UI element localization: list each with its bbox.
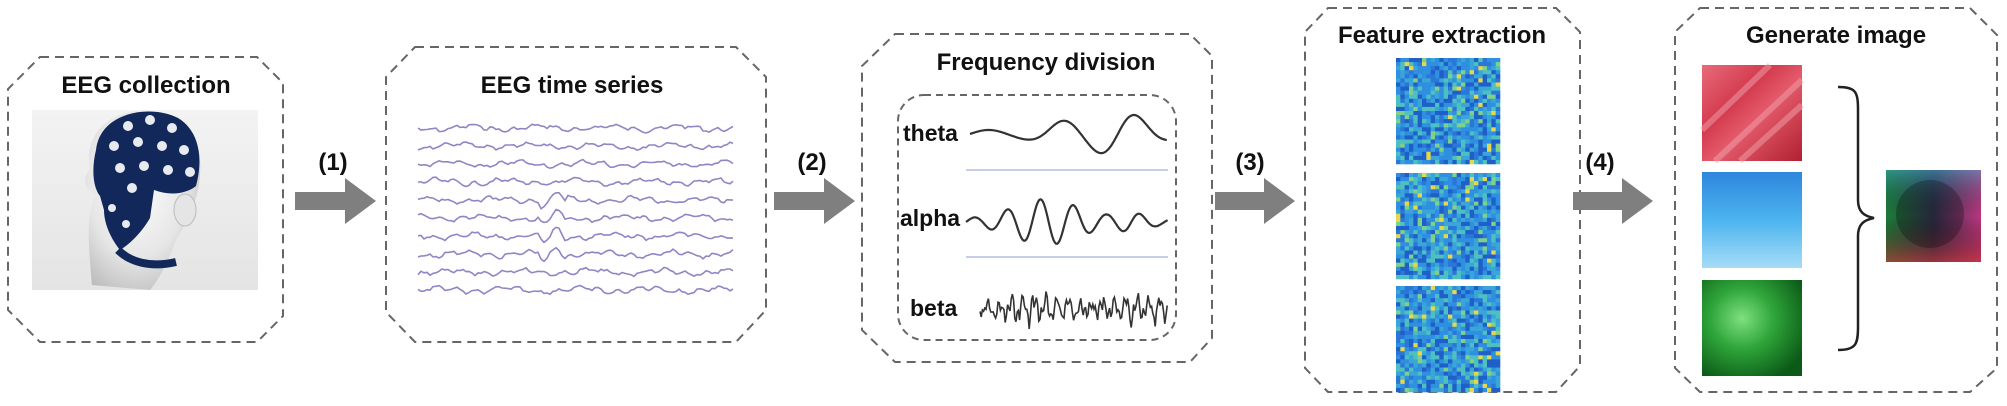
eeg-trace xyxy=(417,208,734,224)
band-inner-box xyxy=(897,94,1177,341)
beta-wave xyxy=(979,291,1168,329)
panel-border xyxy=(385,46,767,343)
eeg-trace xyxy=(417,123,734,134)
red-channel-image xyxy=(1699,62,1805,164)
eeg-trace xyxy=(417,192,734,210)
feature-heatmap xyxy=(1396,58,1501,165)
panel-border xyxy=(1304,7,1581,393)
band-label-theta: theta xyxy=(903,120,958,146)
right-arrow-icon xyxy=(1573,178,1653,224)
band-waves xyxy=(965,113,1169,329)
panel-border xyxy=(7,56,284,343)
panel-title: EEG collection xyxy=(61,72,230,99)
panel-eeg-collection: EEG collection xyxy=(7,56,284,343)
step-4-label: (4) xyxy=(1585,149,1614,176)
blue-channel-image xyxy=(1702,172,1802,268)
band-label-alpha: alpha xyxy=(900,205,960,231)
eeg-trace xyxy=(417,246,734,263)
band-label-beta: beta xyxy=(910,295,958,321)
theta-wave xyxy=(969,113,1167,155)
eeg-trace xyxy=(417,141,734,151)
feature-heatmap xyxy=(1396,286,1501,393)
panel-border xyxy=(1674,7,1998,393)
rgb-image xyxy=(1886,170,1981,262)
eeg-trace xyxy=(417,266,734,278)
panel-generate-image: Generate image xyxy=(1674,7,1998,393)
step-3-label: (3) xyxy=(1235,149,1264,176)
right-arrow-icon xyxy=(295,178,376,224)
panel-title: EEG time series xyxy=(481,72,664,99)
panel-eeg-time-series: EEG time series xyxy=(385,46,767,343)
panel-frequency-division: Frequency division theta alpha beta xyxy=(861,33,1213,363)
panel-title: Generate image xyxy=(1746,22,1926,49)
right-arrow-icon xyxy=(774,178,855,224)
alpha-wave xyxy=(965,198,1169,245)
curly-brace xyxy=(1837,85,1875,352)
panel-title: Frequency division xyxy=(937,49,1156,76)
green-channel-image xyxy=(1702,280,1802,376)
step-2-label: (2) xyxy=(797,149,826,176)
eeg-trace xyxy=(417,284,734,296)
eeg-cap-photo xyxy=(32,110,258,290)
step-1-label: (1) xyxy=(318,149,347,176)
panel-border xyxy=(861,33,1213,363)
eeg-trace xyxy=(417,226,734,244)
eeg-trace xyxy=(417,176,734,188)
panel-feature-extraction: Feature extraction xyxy=(1304,7,1581,393)
heatmaps xyxy=(1396,58,1501,393)
eeg-traces xyxy=(417,123,734,296)
right-arrow-icon xyxy=(1215,178,1295,224)
panel-title: Feature extraction xyxy=(1338,22,1546,49)
eeg-trace xyxy=(417,158,734,170)
feature-heatmap xyxy=(1396,173,1501,280)
